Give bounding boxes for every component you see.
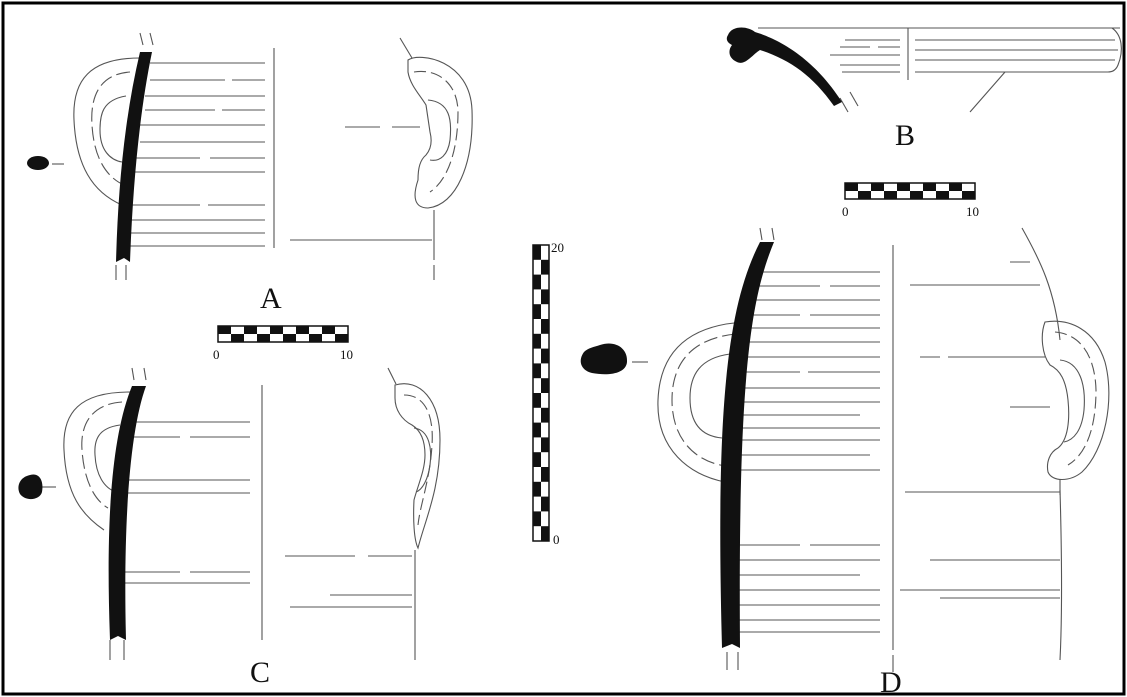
vessel-d-profile-section bbox=[720, 242, 774, 648]
label-b: B bbox=[895, 119, 915, 152]
scale-bar-segment bbox=[533, 363, 541, 379]
scale-bar-segment bbox=[923, 183, 936, 191]
scale-ac-max-label: 10 bbox=[340, 347, 353, 362]
vessel-d-handle-section bbox=[580, 343, 628, 375]
scale-bar-segment bbox=[533, 333, 541, 349]
scale-bar-segment bbox=[541, 378, 549, 393]
vessel-a-handle-right bbox=[407, 56, 473, 209]
scale-vertical-max-label: 20 bbox=[551, 240, 564, 255]
vessel-d-handle-right bbox=[1041, 320, 1110, 481]
vessel-a-handle-section bbox=[27, 156, 49, 170]
scale-bar-segment bbox=[541, 526, 549, 541]
scale-bar-segment bbox=[897, 183, 910, 191]
scale-bar-vertical: 20 0 bbox=[532, 240, 564, 547]
vessel-c-profile-section bbox=[108, 386, 146, 640]
scale-bar-segment bbox=[270, 326, 283, 334]
scale-bar-segment bbox=[533, 481, 541, 497]
label-c: C bbox=[250, 656, 270, 689]
scale-bar-ac-segments bbox=[217, 325, 349, 343]
scale-bar-segment bbox=[962, 191, 975, 199]
scale-bar-ac: 0 10 bbox=[213, 325, 353, 362]
scale-bd-min-label: 0 bbox=[842, 204, 849, 219]
scale-bar-segment bbox=[884, 191, 897, 199]
scale-bar-bd-segments bbox=[844, 182, 976, 200]
scale-bar-segment bbox=[322, 326, 335, 334]
label-d: D bbox=[880, 666, 902, 697]
vessel-d-wheel-marks bbox=[734, 261, 1060, 633]
scale-bar-segment bbox=[335, 334, 348, 342]
vessel-c-handle-left bbox=[63, 391, 131, 531]
vessel-c-handle-section bbox=[18, 474, 43, 500]
scale-bar-segment bbox=[845, 183, 858, 191]
vessel-b-rim-section bbox=[726, 27, 842, 106]
scale-bar-segment bbox=[218, 326, 231, 334]
scale-bar-segment bbox=[871, 183, 884, 191]
label-a: A bbox=[260, 282, 282, 315]
scale-bar-segment bbox=[936, 191, 949, 199]
vessel-a-drawing bbox=[52, 32, 473, 280]
vessel-c-drawing bbox=[42, 367, 441, 660]
scale-bar-segment bbox=[533, 274, 541, 290]
vessel-d-drawing bbox=[632, 227, 1110, 672]
scale-ac-min-label: 0 bbox=[213, 347, 220, 362]
scale-bar-segment bbox=[541, 437, 549, 453]
vessel-a-wheel-marks bbox=[126, 62, 432, 247]
vessel-c-wheel-marks bbox=[122, 421, 412, 608]
vessel-c-handle-right bbox=[394, 383, 441, 550]
scale-bar-segment bbox=[533, 511, 541, 527]
scale-bar-segment bbox=[949, 183, 962, 191]
scale-bar-segment bbox=[541, 259, 549, 275]
scale-vertical-min-label: 0 bbox=[553, 532, 560, 547]
scale-bar-vertical-segments bbox=[532, 244, 550, 542]
scale-bar-segment bbox=[910, 191, 923, 199]
scale-bd-max-label: 10 bbox=[966, 204, 979, 219]
vessel-a-profile-section bbox=[116, 52, 152, 262]
scale-bar-segment bbox=[533, 245, 541, 260]
scale-bar-segment bbox=[541, 496, 549, 512]
scale-bar-segment bbox=[231, 334, 244, 342]
scale-bar-segment bbox=[533, 304, 541, 319]
scale-bar-segment bbox=[541, 467, 549, 482]
scale-bar-segment bbox=[296, 326, 309, 334]
scale-bar-segment bbox=[533, 452, 541, 467]
scale-bar-bd: 0 10 bbox=[842, 182, 979, 219]
scale-bar-segment bbox=[283, 334, 296, 342]
vessel-a-handle-left bbox=[73, 57, 141, 206]
scale-bar-segment bbox=[858, 191, 871, 199]
scale-bar-segment bbox=[541, 348, 549, 364]
vessel-d-handle-left bbox=[657, 321, 746, 483]
vessel-b-drawing bbox=[758, 27, 1122, 113]
scale-bar-segment bbox=[533, 422, 541, 438]
scale-bar-segment bbox=[541, 289, 549, 305]
scale-bar-segment bbox=[541, 407, 549, 423]
scale-bar-segment bbox=[257, 334, 270, 342]
scale-bar-segment bbox=[533, 393, 541, 408]
scale-bar-segment bbox=[541, 319, 549, 334]
scale-bar-segment bbox=[244, 326, 257, 334]
scale-bar-segment bbox=[309, 334, 322, 342]
